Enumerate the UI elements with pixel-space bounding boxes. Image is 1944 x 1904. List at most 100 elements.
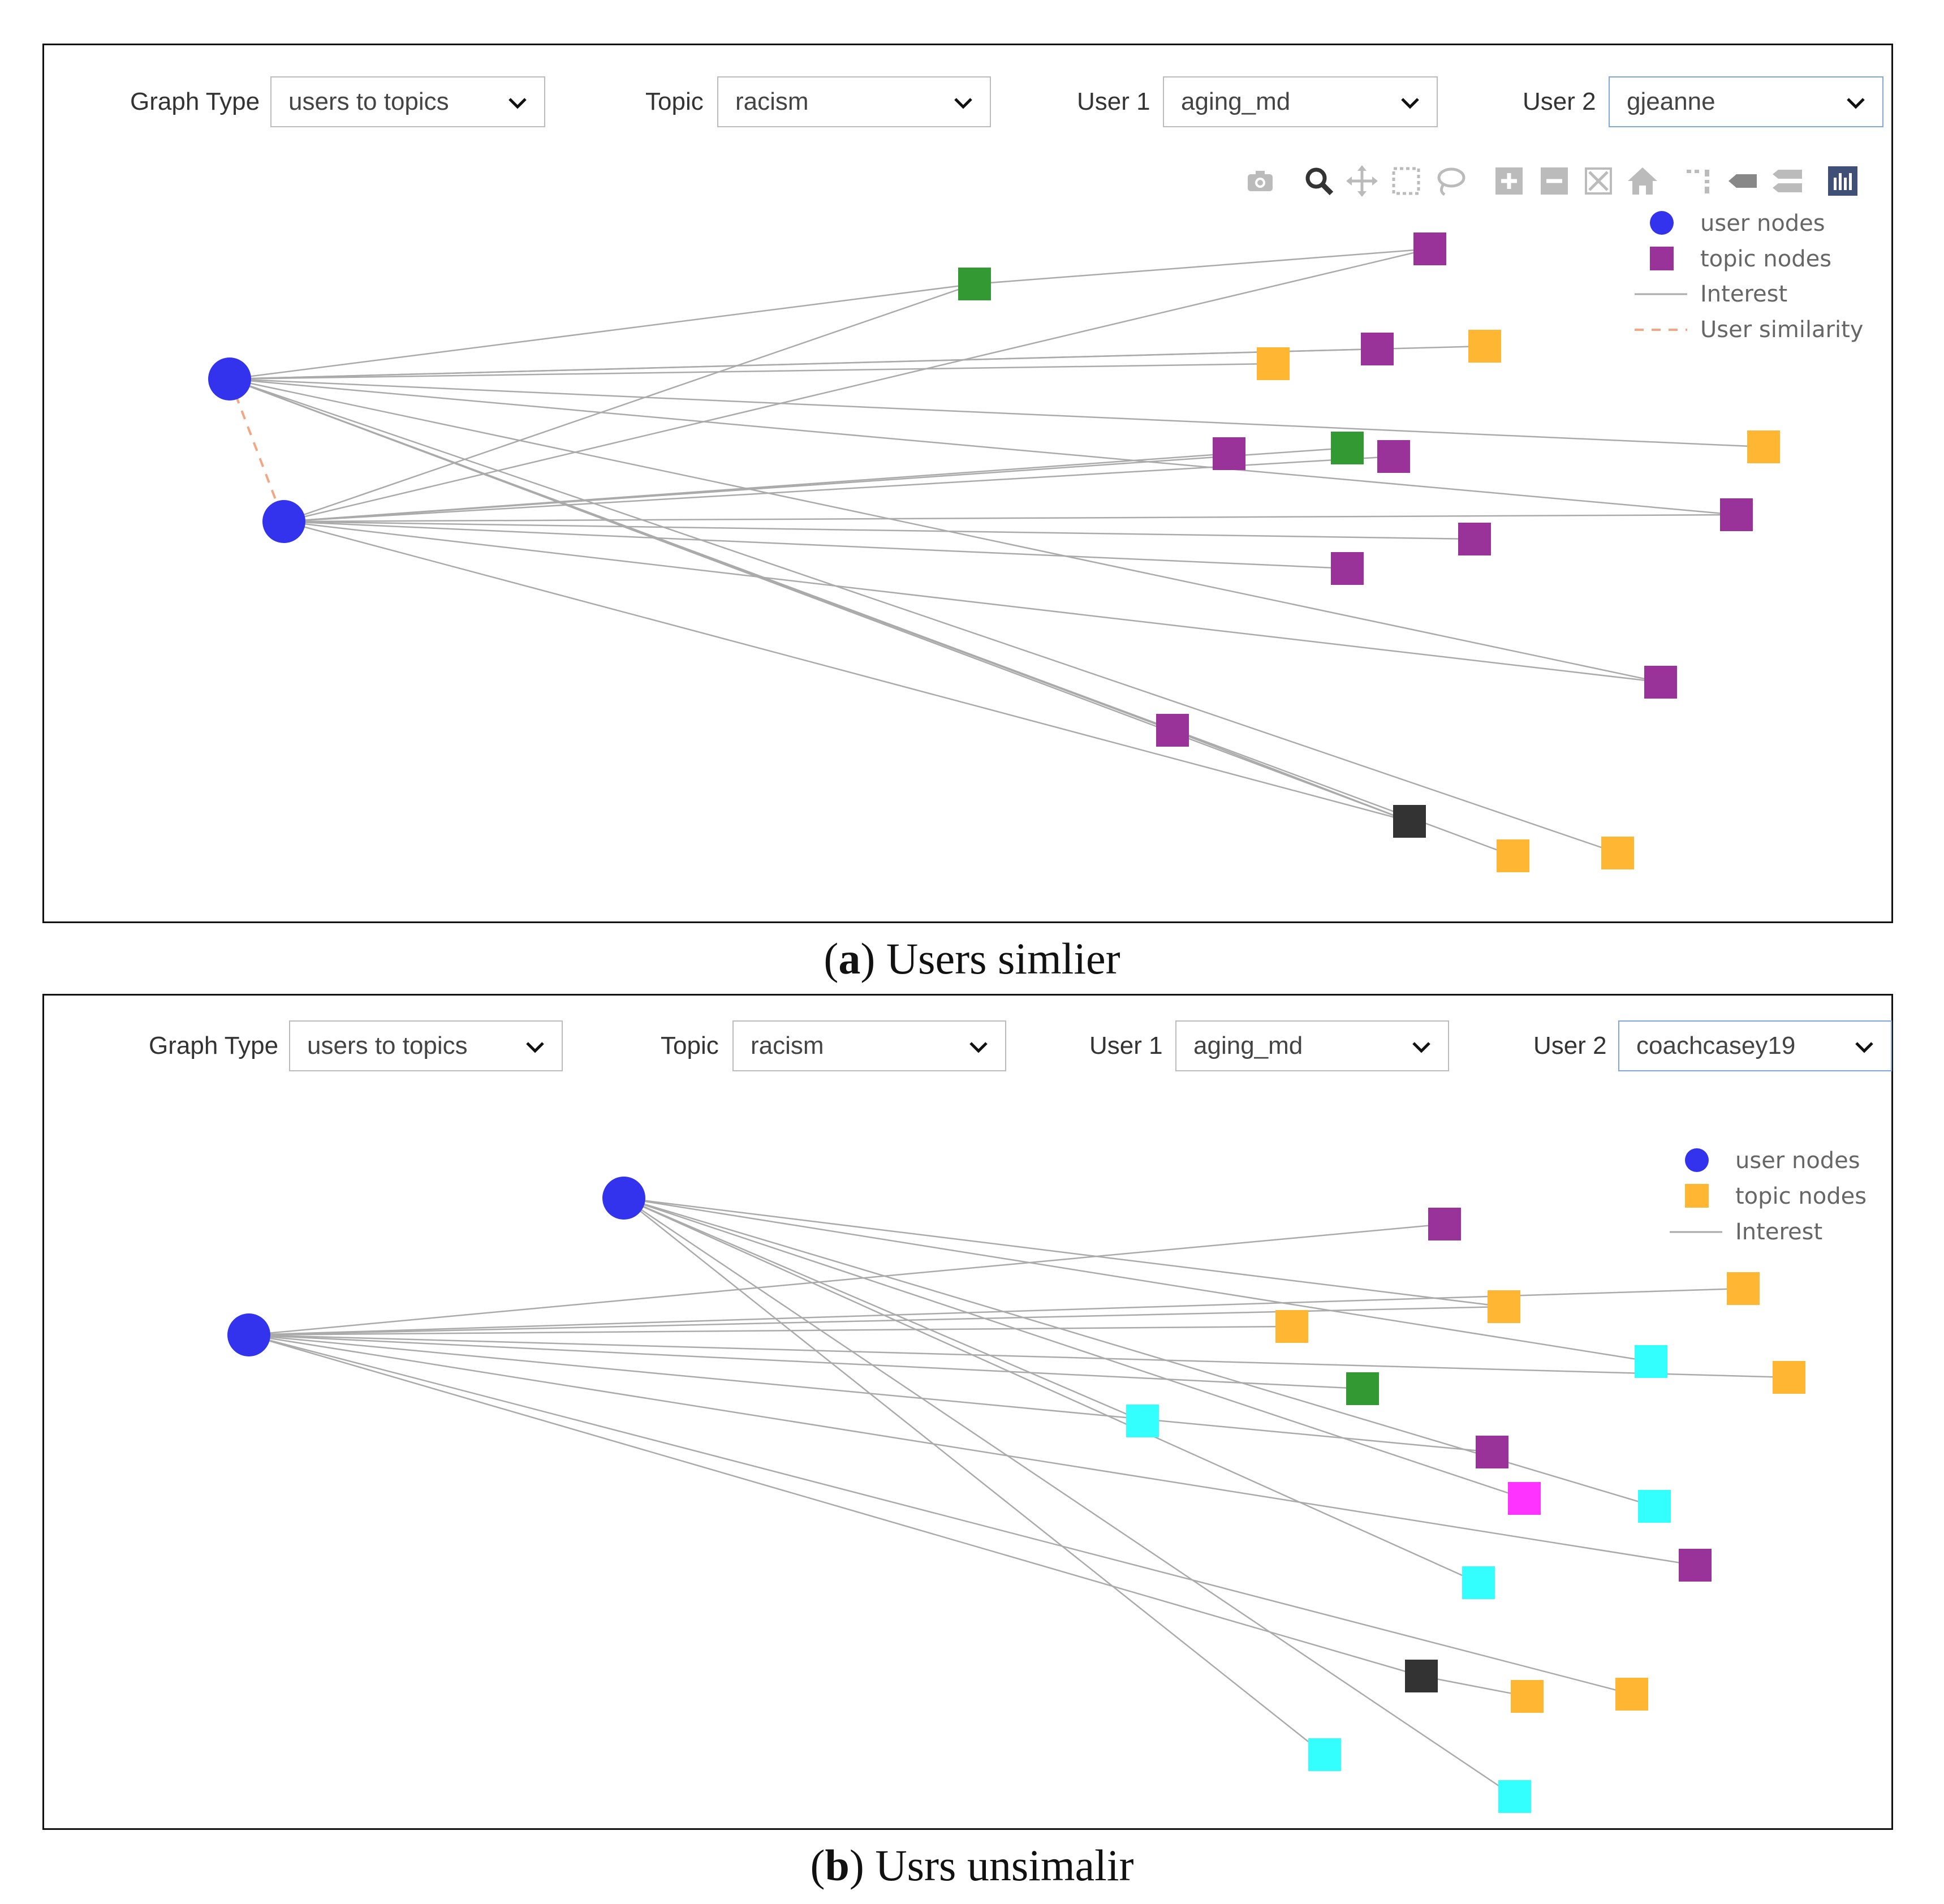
topic-node[interactable] xyxy=(1405,1660,1438,1692)
topic-node[interactable] xyxy=(1377,440,1410,473)
topic-node[interactable] xyxy=(1213,437,1245,470)
topic-node[interactable] xyxy=(1275,1310,1308,1343)
topic-node[interactable] xyxy=(1498,1780,1531,1813)
topic-node[interactable] xyxy=(958,268,991,300)
network-graph: user nodes topic nodes Interest xyxy=(227,1148,1867,1813)
zoom-out-icon[interactable] xyxy=(1537,164,1571,198)
topic-node[interactable] xyxy=(1331,552,1364,585)
user-node[interactable] xyxy=(208,357,251,400)
box-select-icon[interactable] xyxy=(1389,164,1423,198)
user-node[interactable] xyxy=(602,1177,645,1220)
user2-label: User 2 xyxy=(1523,88,1596,115)
interest-edge xyxy=(248,1334,1696,1566)
lasso-select-icon[interactable] xyxy=(1433,164,1467,198)
topic-node[interactable] xyxy=(1462,1566,1495,1599)
topic-node[interactable] xyxy=(1601,837,1634,869)
interest-edge xyxy=(283,514,1737,523)
hover-compare-icon[interactable] xyxy=(1770,164,1804,198)
chevron-down-icon xyxy=(969,1042,988,1053)
legend-user-similarity: User similarity xyxy=(1700,317,1863,343)
interest-edge xyxy=(623,1197,1325,1755)
interest-edge xyxy=(248,1325,1292,1336)
interest-edge xyxy=(283,520,1475,540)
topic-node[interactable] xyxy=(1638,1490,1671,1523)
interest-edge xyxy=(248,1306,1505,1336)
topic-node[interactable] xyxy=(1468,330,1501,363)
chevron-down-icon xyxy=(954,98,972,109)
user1-select[interactable]: aging_md xyxy=(1175,1020,1449,1071)
topic-node[interactable] xyxy=(1361,333,1394,365)
topic-label: Topic xyxy=(661,1032,719,1059)
topic-node[interactable] xyxy=(1720,498,1753,531)
plotly-logo-icon[interactable] xyxy=(1826,164,1860,198)
interest-edge xyxy=(283,520,1410,822)
user2-select[interactable]: gjeanne xyxy=(1609,76,1883,127)
user-node[interactable] xyxy=(262,500,305,543)
topic-node[interactable] xyxy=(1156,714,1189,747)
legend-interest: Interest xyxy=(1700,281,1787,307)
user-node[interactable] xyxy=(227,1313,270,1356)
topic-select[interactable]: racism xyxy=(717,76,991,127)
topic-node[interactable] xyxy=(1727,1272,1760,1305)
topic-select[interactable]: racism xyxy=(732,1020,1006,1071)
interest-edge xyxy=(229,378,1764,448)
zoom-icon[interactable] xyxy=(1302,164,1336,198)
graph-type-select[interactable]: users to topics xyxy=(270,76,545,127)
legend-interest: Interest xyxy=(1735,1219,1822,1245)
topic-value: racism xyxy=(751,1032,824,1059)
interest-edge xyxy=(1421,1675,1528,1698)
interest-edge xyxy=(974,248,1430,285)
user2-select[interactable]: coachcasey19 xyxy=(1618,1020,1892,1071)
topic-node[interactable] xyxy=(1488,1290,1520,1323)
user2-value: coachcasey19 xyxy=(1636,1032,1796,1059)
network-graph: user nodes topic nodes Interest User sim… xyxy=(208,210,1863,872)
topic-node[interactable] xyxy=(1508,1482,1541,1515)
topic-node[interactable] xyxy=(1773,1361,1805,1394)
topic-node[interactable] xyxy=(1257,347,1290,380)
interest-edge xyxy=(229,345,1485,380)
pan-icon[interactable] xyxy=(1345,164,1379,198)
zoom-in-icon[interactable] xyxy=(1492,164,1526,198)
topic-label: Topic xyxy=(645,88,704,115)
reset-axes-icon[interactable] xyxy=(1626,164,1659,198)
legend-user-nodes: user nodes xyxy=(1700,210,1825,236)
topic-node[interactable] xyxy=(1511,1680,1544,1713)
caption-letter: a xyxy=(838,934,861,983)
topic-node[interactable] xyxy=(1476,1436,1508,1468)
topic-node[interactable] xyxy=(1635,1345,1667,1378)
interest-edge xyxy=(229,363,1274,380)
interest-edge xyxy=(283,248,1430,523)
topic-node[interactable] xyxy=(1413,232,1446,265)
legend-user-marker xyxy=(1650,211,1674,235)
topic-node[interactable] xyxy=(1331,432,1364,464)
autoscale-icon[interactable] xyxy=(1581,164,1615,198)
interest-edge xyxy=(623,1197,1505,1308)
graph-type-value: users to topics xyxy=(288,88,449,115)
interest-edge xyxy=(229,283,975,380)
topic-node[interactable] xyxy=(1126,1405,1159,1437)
interest-edge xyxy=(248,1334,1632,1695)
interest-edge xyxy=(623,1197,1515,1798)
topic-node[interactable] xyxy=(1393,805,1426,838)
topic-node[interactable] xyxy=(1497,839,1529,872)
interest-edge xyxy=(283,520,1348,570)
spike-lines-icon[interactable] xyxy=(1682,164,1716,198)
camera-icon[interactable] xyxy=(1243,164,1277,198)
graph-type-select[interactable]: users to topics xyxy=(289,1020,563,1071)
topic-node[interactable] xyxy=(1458,523,1491,555)
user1-select[interactable]: aging_md xyxy=(1163,76,1438,127)
topic-node[interactable] xyxy=(1428,1208,1461,1240)
hover-closest-icon[interactable] xyxy=(1726,164,1760,198)
topic-node[interactable] xyxy=(1644,666,1677,699)
topic-node[interactable] xyxy=(1346,1372,1379,1405)
topic-node[interactable] xyxy=(1615,1678,1648,1711)
interest-edge xyxy=(229,378,1737,516)
nodes-layer xyxy=(208,232,1780,872)
interest-edge xyxy=(283,520,1661,683)
topic-node[interactable] xyxy=(1679,1549,1712,1582)
topic-node[interactable] xyxy=(1308,1738,1341,1771)
topic-node[interactable] xyxy=(1747,430,1780,463)
caption-letter: b xyxy=(825,1841,850,1890)
interest-edge xyxy=(248,1334,1790,1379)
interest-edge xyxy=(229,378,1618,854)
